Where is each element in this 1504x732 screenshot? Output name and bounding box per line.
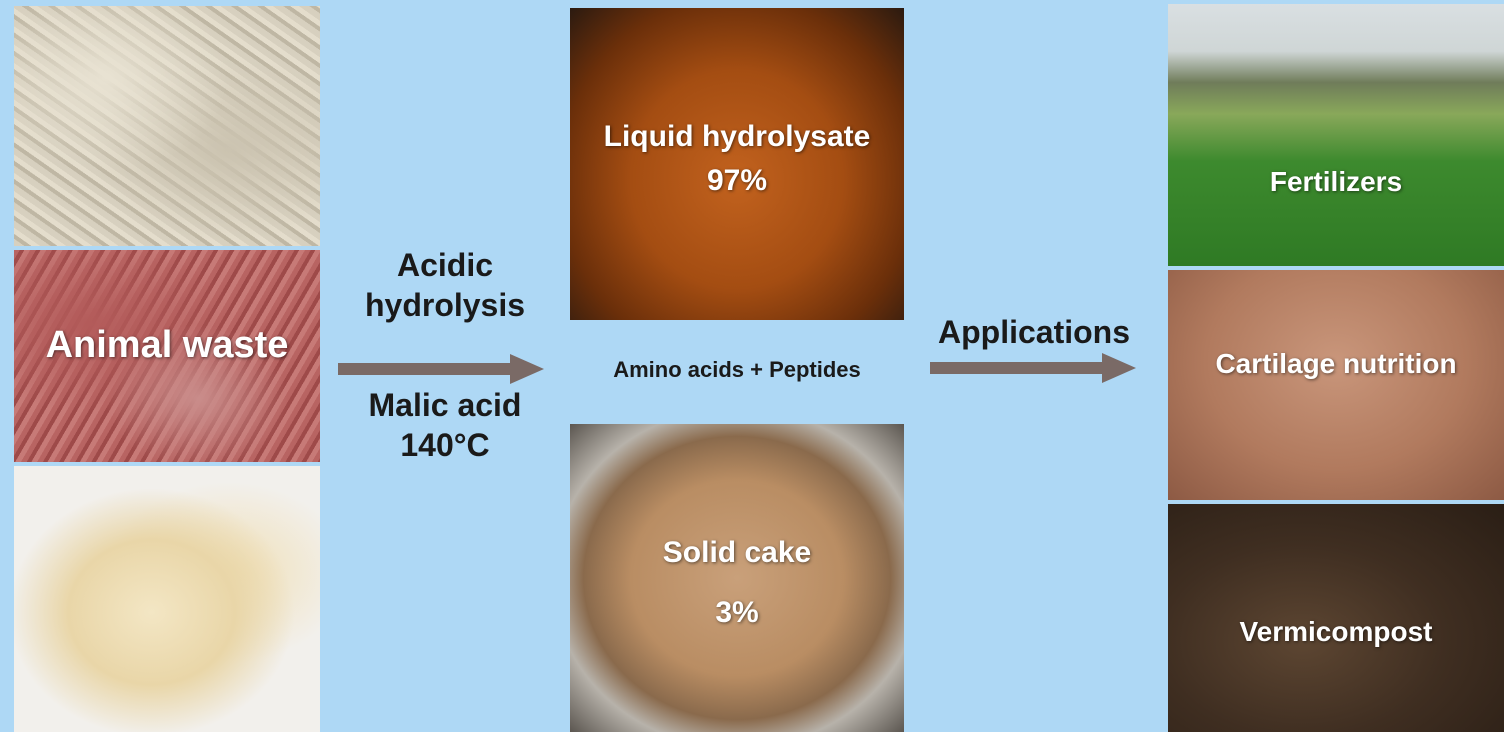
fertilizers-photo [1168,4,1504,266]
solid-cake-percent: 3% [715,595,759,629]
solid-cake-label: Solid cake 3% [570,534,904,631]
solid-cake-name: Solid cake [662,536,812,569]
animal-waste-label: Animal waste [45,324,289,366]
conditions-line-1: Malic acid [368,387,522,423]
applications-arrow [930,353,1136,383]
wool-fibers-photo [14,6,320,246]
conditions-label: Malic acid 140°C [340,385,550,465]
applications-label: Applications [937,314,1130,350]
composition-label: Amino acids + Peptides [613,357,861,382]
raw-meat-photo [14,250,320,462]
liquid-hydrolysate-percent: 97% [706,163,768,197]
liquid-hydrolysate-label: Liquid hydrolysate 97% [570,118,904,199]
hydrolysis-line-1: Acidic [396,247,494,283]
cartilage-nutrition-photo [1168,270,1504,500]
liquid-hydrolysate-name: Liquid hydrolysate [603,120,871,153]
vermicompost-label: Vermicompost [1239,616,1433,647]
hydrolysis-label: Acidic hydrolysis [340,245,550,325]
process-arrow [338,354,544,384]
fertilizers-label: Fertilizers [1269,166,1403,197]
cartilage-nutrition-label: Cartilage nutrition [1215,348,1457,379]
liquid-hydrolysate-photo [570,8,904,320]
solid-cake-photo [570,424,904,732]
vermicompost-photo [1168,504,1504,732]
hydrolysis-line-2: hydrolysis [364,287,526,323]
wool-fleece-photo [14,466,320,732]
conditions-line-2: 140°C [400,427,490,463]
